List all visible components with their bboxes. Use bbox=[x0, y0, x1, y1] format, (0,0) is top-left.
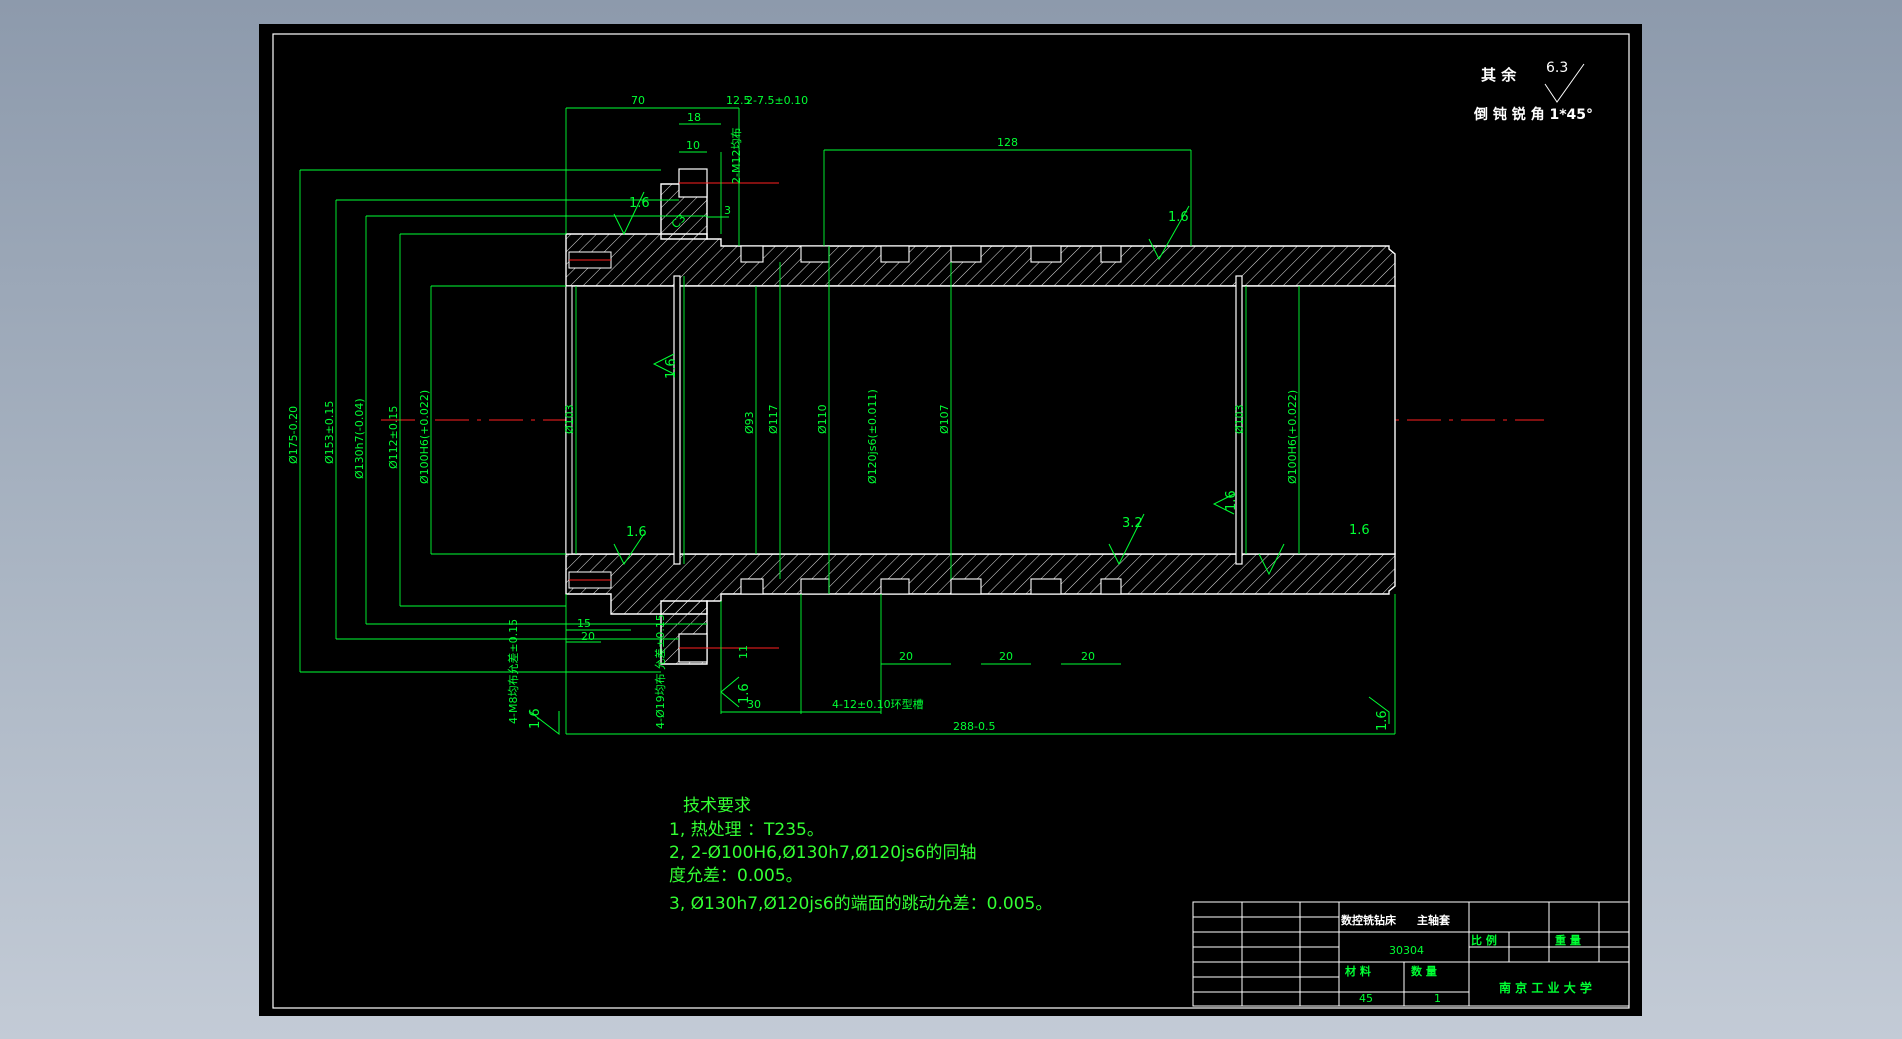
dim-holes-m8: 4-M8均布允差±0.15 bbox=[506, 619, 520, 724]
dim-dia-153: Ø153±0.15 bbox=[323, 401, 336, 464]
roughness-symbol-other bbox=[1544, 63, 1585, 103]
notes-line3: 度允差：0.005。 bbox=[669, 866, 803, 886]
dim-dia-112: Ø112±0.15 bbox=[387, 406, 400, 469]
roughness-value-2: 1.6 bbox=[664, 358, 679, 379]
tb-weight-label: 重 量 bbox=[1555, 933, 1581, 947]
chamfer-note: 倒 钝 锐 角 1*45° bbox=[1473, 106, 1593, 123]
roughness-value-9: 1.6 bbox=[737, 683, 752, 704]
dim-dia-175: Ø175-0.20 bbox=[287, 406, 300, 464]
notes-line1: 1, 热处理 ：T235。 bbox=[669, 820, 824, 840]
bore bbox=[565, 285, 1396, 555]
dim-groove-top: 2-7.5±0.10 bbox=[746, 94, 808, 107]
notes-title: 技术要求 bbox=[683, 796, 751, 816]
dim-20-b: 20 bbox=[999, 650, 1013, 663]
roughness-value-6: 1.6 bbox=[1224, 490, 1239, 511]
sleeve-section bbox=[565, 168, 1396, 665]
dim-groove-bottom: 4-12±0.10环型槽 bbox=[832, 697, 924, 711]
dim-3: 3 bbox=[724, 204, 731, 217]
dim-total-length: 288-0.5 bbox=[953, 720, 995, 733]
roughness-value-7: 1.6 bbox=[1349, 523, 1370, 538]
dim-11: 11 bbox=[737, 645, 750, 659]
tb-school: 南 京 工 业 大 学 bbox=[1499, 980, 1592, 995]
dim-tap-2m12: 2-M12均布 bbox=[730, 128, 743, 184]
dim-dia-103-left: Ø103 bbox=[563, 404, 576, 434]
dim-dia-100-left: Ø100H6(+0.022) bbox=[418, 390, 431, 484]
roughness-values: 1.6 1.6 1.6 1.6 3.2 1.6 1.6 1.6 1.6 1.6 bbox=[528, 196, 1390, 731]
roughness-value-4: 1.6 bbox=[626, 525, 647, 540]
roughness-value-3: 1.6 bbox=[1168, 210, 1189, 225]
dim-dia-103-right: Ø103 bbox=[1233, 404, 1246, 434]
drawing-sheet: 其 余 6.3 倒 钝 锐 角 1*45° 70 18 10 12.5 2-7.… bbox=[259, 24, 1642, 1016]
dim-dia-117: Ø117 bbox=[767, 404, 780, 434]
dim-dia-100-right: Ø100H6(+0.022) bbox=[1286, 390, 1299, 484]
dimension-texts: 70 18 10 12.5 2-7.5±0.10 2-M12均布 128 3 C… bbox=[287, 94, 1299, 733]
tb-quantity-value: 1 bbox=[1434, 992, 1441, 1005]
dim-15: 15 bbox=[577, 617, 591, 630]
roughness-value-5: 3.2 bbox=[1122, 516, 1143, 531]
tb-quantity-label: 数 量 bbox=[1411, 964, 1437, 978]
dim-dia-120: Ø120js6(±0.011) bbox=[866, 389, 879, 484]
dim-128: 128 bbox=[997, 136, 1018, 149]
dim-dia-107: Ø107 bbox=[938, 404, 951, 434]
tb-scale-label: 比 例 bbox=[1471, 933, 1497, 947]
dim-20-c: 20 bbox=[1081, 650, 1095, 663]
tb-material-value: 45 bbox=[1359, 992, 1373, 1005]
tb-material-label: 材 料 bbox=[1345, 964, 1371, 978]
roughness-value-1: 1.6 bbox=[629, 196, 650, 211]
surface-label: 其 余 bbox=[1481, 66, 1517, 84]
title-block-texts: 数控铣钻床 主轴套 30304 比 例 重 量 材 料 数 量 45 1 南 京… bbox=[1341, 913, 1592, 1005]
notes-line4: 3, Ø130h7,Ø120js6的端面的跳动允差：0.005。 bbox=[669, 894, 1052, 914]
dim-dia-110: Ø110 bbox=[816, 404, 829, 434]
dim-20-left: 20 bbox=[581, 630, 595, 643]
dim-18: 18 bbox=[687, 111, 701, 124]
inner-border bbox=[272, 33, 1630, 1009]
dim-70: 70 bbox=[631, 94, 645, 107]
dim-holes-d19: 4-Ø19均布 允差±0.15 bbox=[653, 614, 667, 729]
dim-10: 10 bbox=[686, 139, 700, 152]
roughness-value-10: 1.6 bbox=[1375, 710, 1390, 731]
tb-part-name: 主轴套 bbox=[1417, 913, 1451, 927]
tb-machine: 数控铣钻床 bbox=[1341, 913, 1397, 927]
notes-line2: 2, 2-Ø100H6,Ø130h7,Ø120js6的同轴 bbox=[669, 843, 976, 863]
roughness-symbols bbox=[528, 191, 1390, 736]
roughness-value-8: 1.6 bbox=[528, 708, 543, 729]
dimension-lines bbox=[299, 107, 1396, 735]
dim-12-5: 12.5 bbox=[726, 94, 751, 107]
surface-value: 6.3 bbox=[1546, 60, 1568, 76]
dim-30: 30 bbox=[747, 698, 761, 711]
cad-drawing: 其 余 6.3 倒 钝 锐 角 1*45° 70 18 10 12.5 2-7.… bbox=[272, 33, 1630, 1009]
dim-20-a: 20 bbox=[899, 650, 913, 663]
title-block bbox=[1192, 901, 1630, 1007]
tb-drawing-no: 30304 bbox=[1389, 944, 1424, 957]
dim-dia-130: Ø130h7(-0.04) bbox=[353, 398, 366, 479]
dim-dia-93: Ø93 bbox=[743, 411, 756, 434]
technical-notes: 技术要求 1, 热处理 ：T235。 2, 2-Ø100H6,Ø130h7,Ø1… bbox=[669, 796, 1052, 914]
